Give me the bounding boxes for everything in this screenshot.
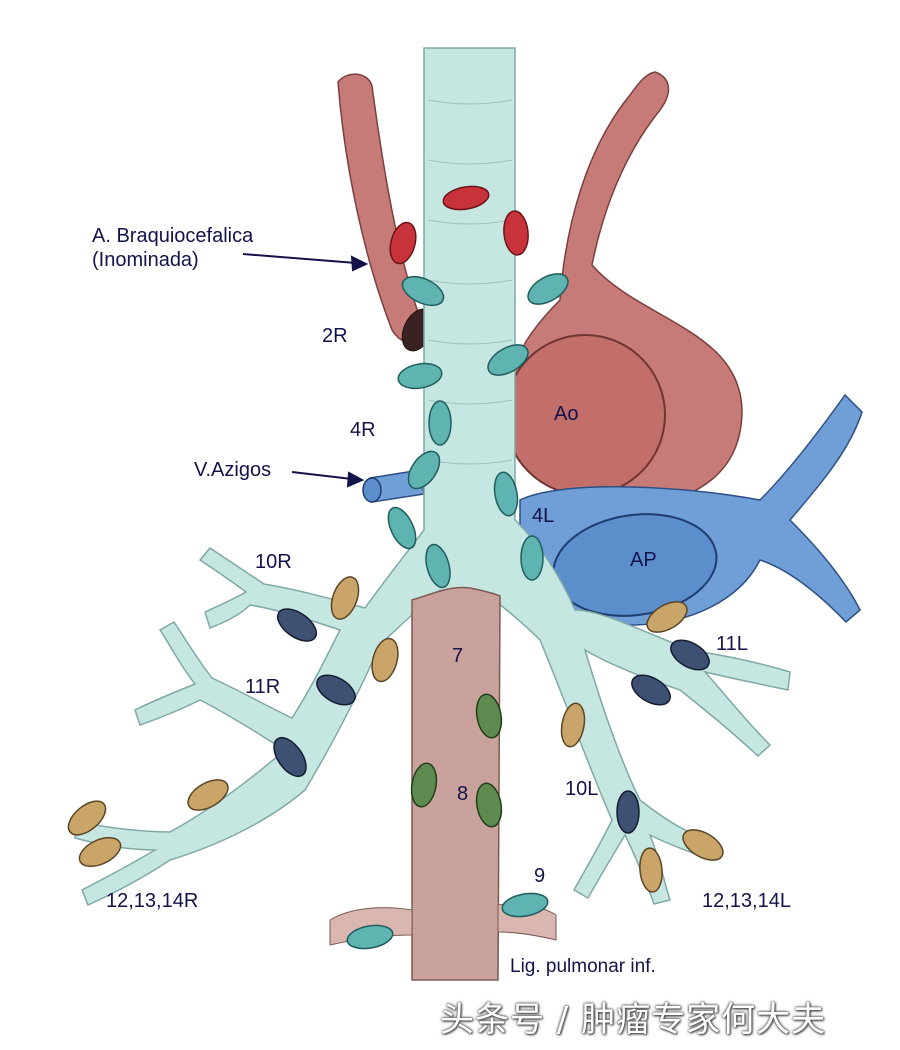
lymph-node [475, 693, 503, 739]
label-11l: 11L [716, 633, 748, 655]
label-ap: AP [630, 549, 657, 571]
lymph-node [616, 790, 640, 834]
pulmonary-artery [519, 393, 863, 626]
label-8: 8 [457, 783, 468, 805]
label-ao: Ao [554, 403, 578, 425]
lymph-node [273, 736, 307, 778]
labels: A. Braquiocefalica (Inominada) 2R 4R V.A… [92, 225, 791, 977]
lymph-node [276, 608, 318, 642]
lymph-node [425, 543, 451, 589]
lymph-node [428, 400, 452, 446]
lymph-node [407, 450, 441, 490]
label-4l: 4L [532, 505, 554, 527]
lymph-node [503, 210, 529, 256]
lymph-node [487, 344, 529, 376]
lymph-node [330, 576, 360, 620]
green-nodes [410, 693, 503, 828]
lymph-node [410, 762, 438, 808]
lymph-node [397, 362, 443, 390]
lymph-node [682, 829, 724, 861]
lymph-node [316, 674, 356, 706]
navy-nodes [273, 608, 710, 834]
label-v-azigos: V.Azigos [194, 459, 271, 481]
label-9: 9 [534, 865, 545, 887]
lymph-nodes [67, 185, 724, 950]
label-7: 7 [452, 645, 463, 667]
lymph-node [346, 924, 394, 950]
label-12-13-14l: 12,13,14L [702, 890, 791, 912]
label-lig-pulmonar-inf: Lig. pulmonar inf. [510, 956, 656, 977]
label-a-braquiocefalica: A. Braquiocefalica [92, 225, 254, 247]
lymph-node [387, 506, 417, 550]
lymph-node [520, 535, 544, 581]
label-2r: 2R [322, 325, 348, 347]
lymph-node [475, 782, 503, 828]
label-inominada: (Inominada) [92, 249, 199, 271]
lymph-node [639, 847, 663, 893]
label-4r: 4R [350, 419, 376, 441]
red-nodes [389, 185, 529, 265]
lymph-node [501, 892, 549, 918]
lymph-node [493, 471, 519, 517]
leader-arrows [242, 253, 369, 488]
watermark: 头条号 / 肿瘤专家何大夫 [440, 1000, 827, 1040]
label-10r: 10R [255, 551, 292, 573]
lymph-node [67, 800, 107, 836]
lymph-node [560, 702, 586, 748]
lymph-node [389, 221, 417, 265]
lymph-node [631, 674, 671, 706]
lymph-node [401, 275, 445, 307]
tan-nodes [67, 576, 724, 893]
label-11r: 11R [245, 676, 280, 698]
lymph-node [527, 273, 569, 305]
lymph-node [442, 185, 490, 211]
lymph-node [78, 836, 122, 868]
lymph-node [187, 779, 229, 811]
lymph-node [646, 601, 688, 633]
lymph-node [670, 639, 710, 671]
teal-nodes [346, 273, 569, 950]
lymph-node [371, 637, 399, 683]
label-12-13-14r: 12,13,14R [106, 890, 198, 912]
label-10l: 10L [565, 778, 598, 800]
